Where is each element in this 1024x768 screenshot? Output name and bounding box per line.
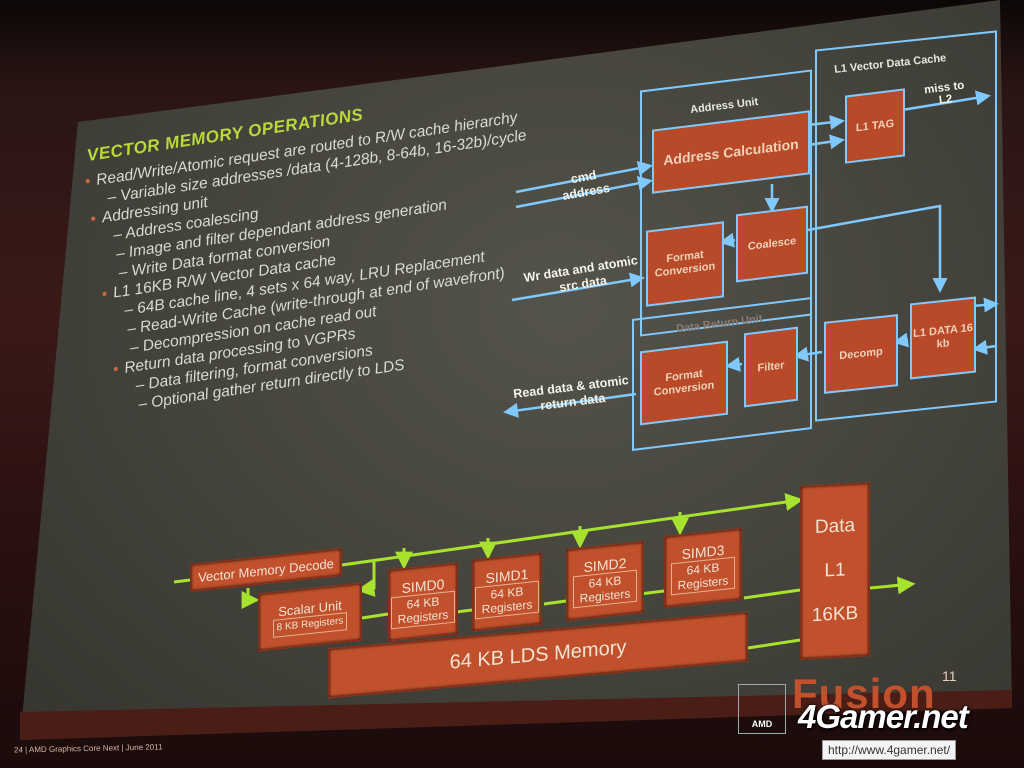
watermark: 4Gamer.net bbox=[798, 698, 969, 735]
data-l1-box: Data L1 16KB bbox=[800, 482, 870, 660]
filter-box: Filter bbox=[744, 326, 798, 408]
simd-registers: 64 KB Registers bbox=[475, 580, 539, 619]
simd-registers: 64 KB Registers bbox=[391, 590, 455, 629]
coalesce-box: Coalesce bbox=[736, 205, 808, 283]
data-l1-line-1: Data bbox=[814, 514, 856, 539]
decomp-box: Decomp bbox=[824, 314, 898, 394]
amd-logo-text: AMD bbox=[751, 719, 773, 729]
fusion-superscript: 11 bbox=[942, 668, 957, 684]
fusion-logo: Fusion bbox=[792, 670, 936, 717]
data-l1-line-3: 16KB bbox=[811, 602, 859, 627]
branding-area: AMD Fusion 11 bbox=[738, 668, 1010, 736]
simd-registers: 64 KB Registers bbox=[671, 556, 735, 595]
format-conversion-bottom-box: Format Conversion bbox=[640, 340, 728, 426]
scalar-unit-box: Scalar Unit 8 KB Registers bbox=[258, 582, 362, 652]
amd-logo-box: AMD bbox=[738, 684, 786, 734]
l1-tag-box: L1 TAG bbox=[845, 88, 905, 164]
watermark-url: http://www.4gamer.net/ bbox=[822, 740, 957, 760]
lds-memory-label: 64 KB LDS Memory bbox=[449, 635, 627, 674]
simd-registers: 64 KB Registers bbox=[573, 569, 637, 608]
data-l1-line-2: L1 bbox=[824, 559, 846, 582]
l1-data-box: L1 DATA 16 kb bbox=[910, 296, 976, 380]
format-conversion-top-box: Format Conversion bbox=[646, 221, 724, 307]
